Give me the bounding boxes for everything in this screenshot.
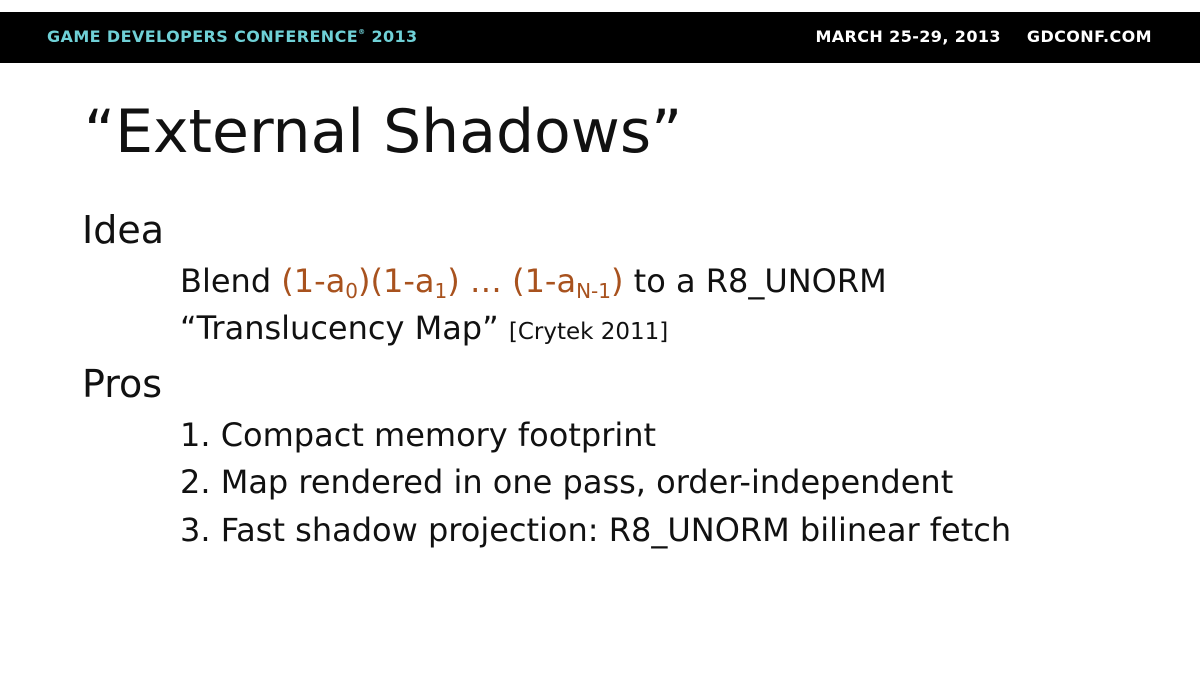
formula-term1: (1-a (281, 262, 346, 300)
blend-prefix: Blend (180, 262, 282, 300)
conference-name: GAME DEVELOPERS CONFERENCE® 2013 (47, 27, 418, 46)
slide-title: “External Shadows” (84, 97, 683, 167)
blend-suffix: to a R8_UNORM (623, 262, 887, 300)
citation: [Crytek 2011] (508, 319, 669, 345)
formula-expression: (1-a0)(1-a1) … (1-aN-1) (281, 262, 624, 303)
pros-item: 2. Map rendered in one pass, order-indep… (180, 463, 954, 501)
conference-name-text: GAME DEVELOPERS CONFERENCE (47, 27, 359, 46)
formula-ellipsis: ) … (1-a (447, 262, 577, 300)
conference-site: GDCONF.COM (1026, 27, 1152, 46)
conference-info: MARCH 25-29, 2013 GDCONF.COM (815, 27, 1152, 46)
conference-dates: MARCH 25-29, 2013 (815, 27, 1001, 46)
map-name: “Translucency Map” (180, 309, 509, 347)
pros-heading: Pros (82, 362, 163, 406)
blend-formula-line: Blend (1-a0)(1-a1) … (1-aN-1) to a R8_UN… (180, 261, 887, 301)
pros-item: 3. Fast shadow projection: R8_UNORM bili… (180, 511, 1012, 549)
conference-year: 2013 (365, 27, 418, 46)
formula-close: ) (610, 262, 624, 300)
formula-term2-sub: 1 (434, 279, 448, 303)
formula-term1-sub: 0 (345, 279, 359, 303)
translucency-map-line: “Translucency Map” [Crytek 2011] (180, 308, 668, 352)
registered-mark: ® (358, 28, 366, 36)
idea-heading: Idea (82, 208, 164, 252)
conference-banner: GAME DEVELOPERS CONFERENCE® 2013 MARCH 2… (0, 12, 1200, 63)
formula-term3-sub: N-1 (576, 279, 611, 303)
formula-term2: )(1-a (358, 262, 435, 300)
pros-item: 1. Compact memory footprint (180, 416, 657, 454)
